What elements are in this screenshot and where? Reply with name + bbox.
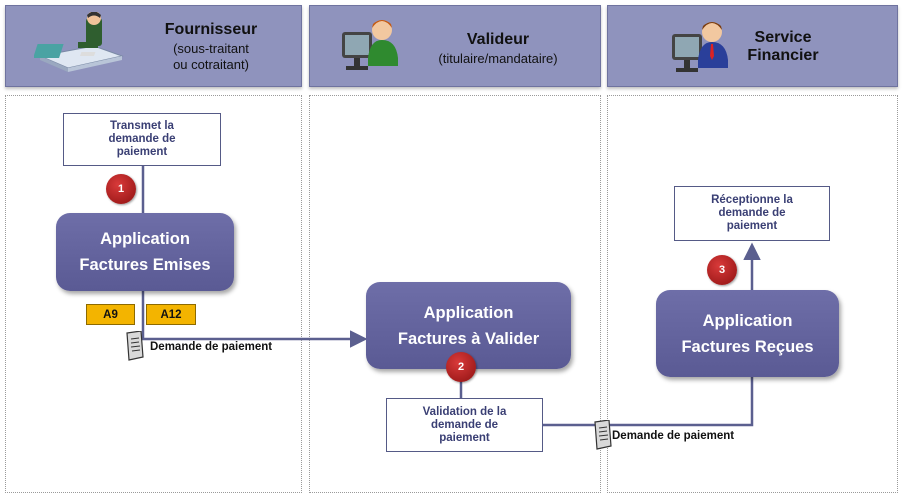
flow-arrow	[141, 291, 368, 348]
note-line: Transmet la	[110, 120, 174, 132]
document-icon	[591, 419, 613, 455]
note-line: paiement	[439, 431, 490, 444]
note-line: Validation de la	[422, 405, 507, 418]
document-icon	[123, 330, 145, 366]
app-factures-recues: Application Factures Reçues	[656, 290, 839, 377]
lane-title: Valideur	[466, 31, 530, 48]
note-line: paiement	[116, 146, 168, 158]
app-factures-a-valider: Application Factures à Valider	[366, 282, 571, 369]
user-at-computer-icon	[340, 16, 400, 83]
note-line: demande de	[718, 207, 786, 219]
app-label: Factures Reçues	[681, 337, 814, 356]
note-line: Réceptionne la	[711, 194, 793, 206]
step-badge-3: 3	[707, 255, 737, 285]
step-badge-1: 1	[106, 174, 136, 204]
app-label: Application	[100, 230, 190, 248]
lane-header-valideur: Valideur (titulaire/mandataire)	[309, 5, 601, 87]
note-line: demande de	[430, 418, 499, 431]
supplier-at-desk-icon	[33, 11, 126, 83]
tag-a12: A12	[146, 304, 196, 325]
step-badge-2: 2	[446, 352, 476, 382]
flow-label-demande-paiement: Demande de paiement	[612, 430, 735, 442]
app-label: Application	[702, 311, 793, 330]
app-label: Application	[423, 303, 514, 322]
lane-subtitle: ou cotraitant)	[173, 57, 249, 72]
tag-a9: A9	[86, 304, 135, 325]
lane-title: Fournisseur	[164, 21, 258, 38]
note-line: demande de	[108, 133, 176, 145]
user-at-computer-icon	[670, 18, 730, 85]
lane-title: Financier	[747, 47, 819, 64]
lane-subtitle: (sous-traitant	[173, 41, 249, 56]
note-line: paiement	[726, 220, 778, 232]
lane-subtitle: (titulaire/mandataire)	[438, 51, 558, 66]
app-label: Factures Emises	[79, 256, 211, 274]
flow-label-demande-paiement: Demande de paiement	[150, 341, 273, 353]
flow-line	[543, 377, 754, 427]
lane-title: Service	[754, 29, 812, 46]
lane-header-service-financier: Service Financier	[607, 5, 898, 87]
app-factures-emises: Application Factures Emises	[56, 213, 234, 291]
lane-header-fournisseur: Fournisseur (sous-traitant ou cotraitant…	[5, 5, 302, 87]
app-label: Factures à Valider	[397, 329, 540, 348]
